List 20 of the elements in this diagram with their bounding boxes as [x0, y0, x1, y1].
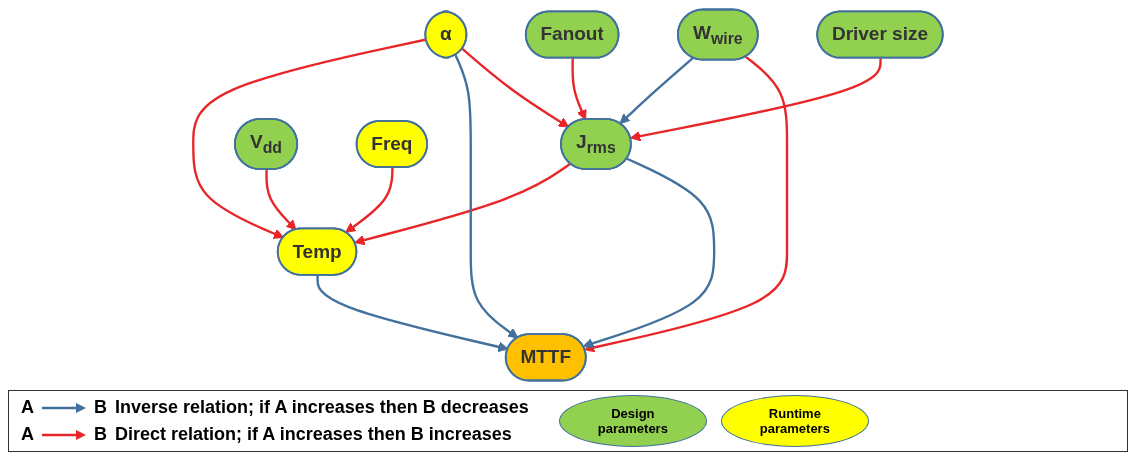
legend-text: Inverse relation; if A increases then B decreases — [115, 397, 529, 418]
legend-variable: B — [94, 397, 107, 418]
arrow — [582, 157, 716, 349]
legend-swatch: Design parameters — [558, 395, 707, 447]
arrow — [316, 275, 509, 353]
arrow — [265, 169, 297, 231]
arrow — [571, 58, 587, 121]
legend-text: Direct relation; if A increases then B increases — [115, 424, 512, 445]
arrow — [345, 167, 394, 233]
arrow — [192, 38, 427, 239]
arrow — [630, 58, 882, 142]
arrow — [354, 162, 572, 246]
legend-variable: A — [21, 397, 34, 418]
arrow — [461, 48, 570, 128]
legend-variable: A — [21, 424, 34, 445]
legend-variable: B — [94, 424, 107, 445]
legend-swatch: Runtime parameters — [720, 395, 869, 447]
arrow — [454, 54, 519, 339]
arrow — [619, 57, 694, 125]
arrow — [584, 55, 789, 353]
